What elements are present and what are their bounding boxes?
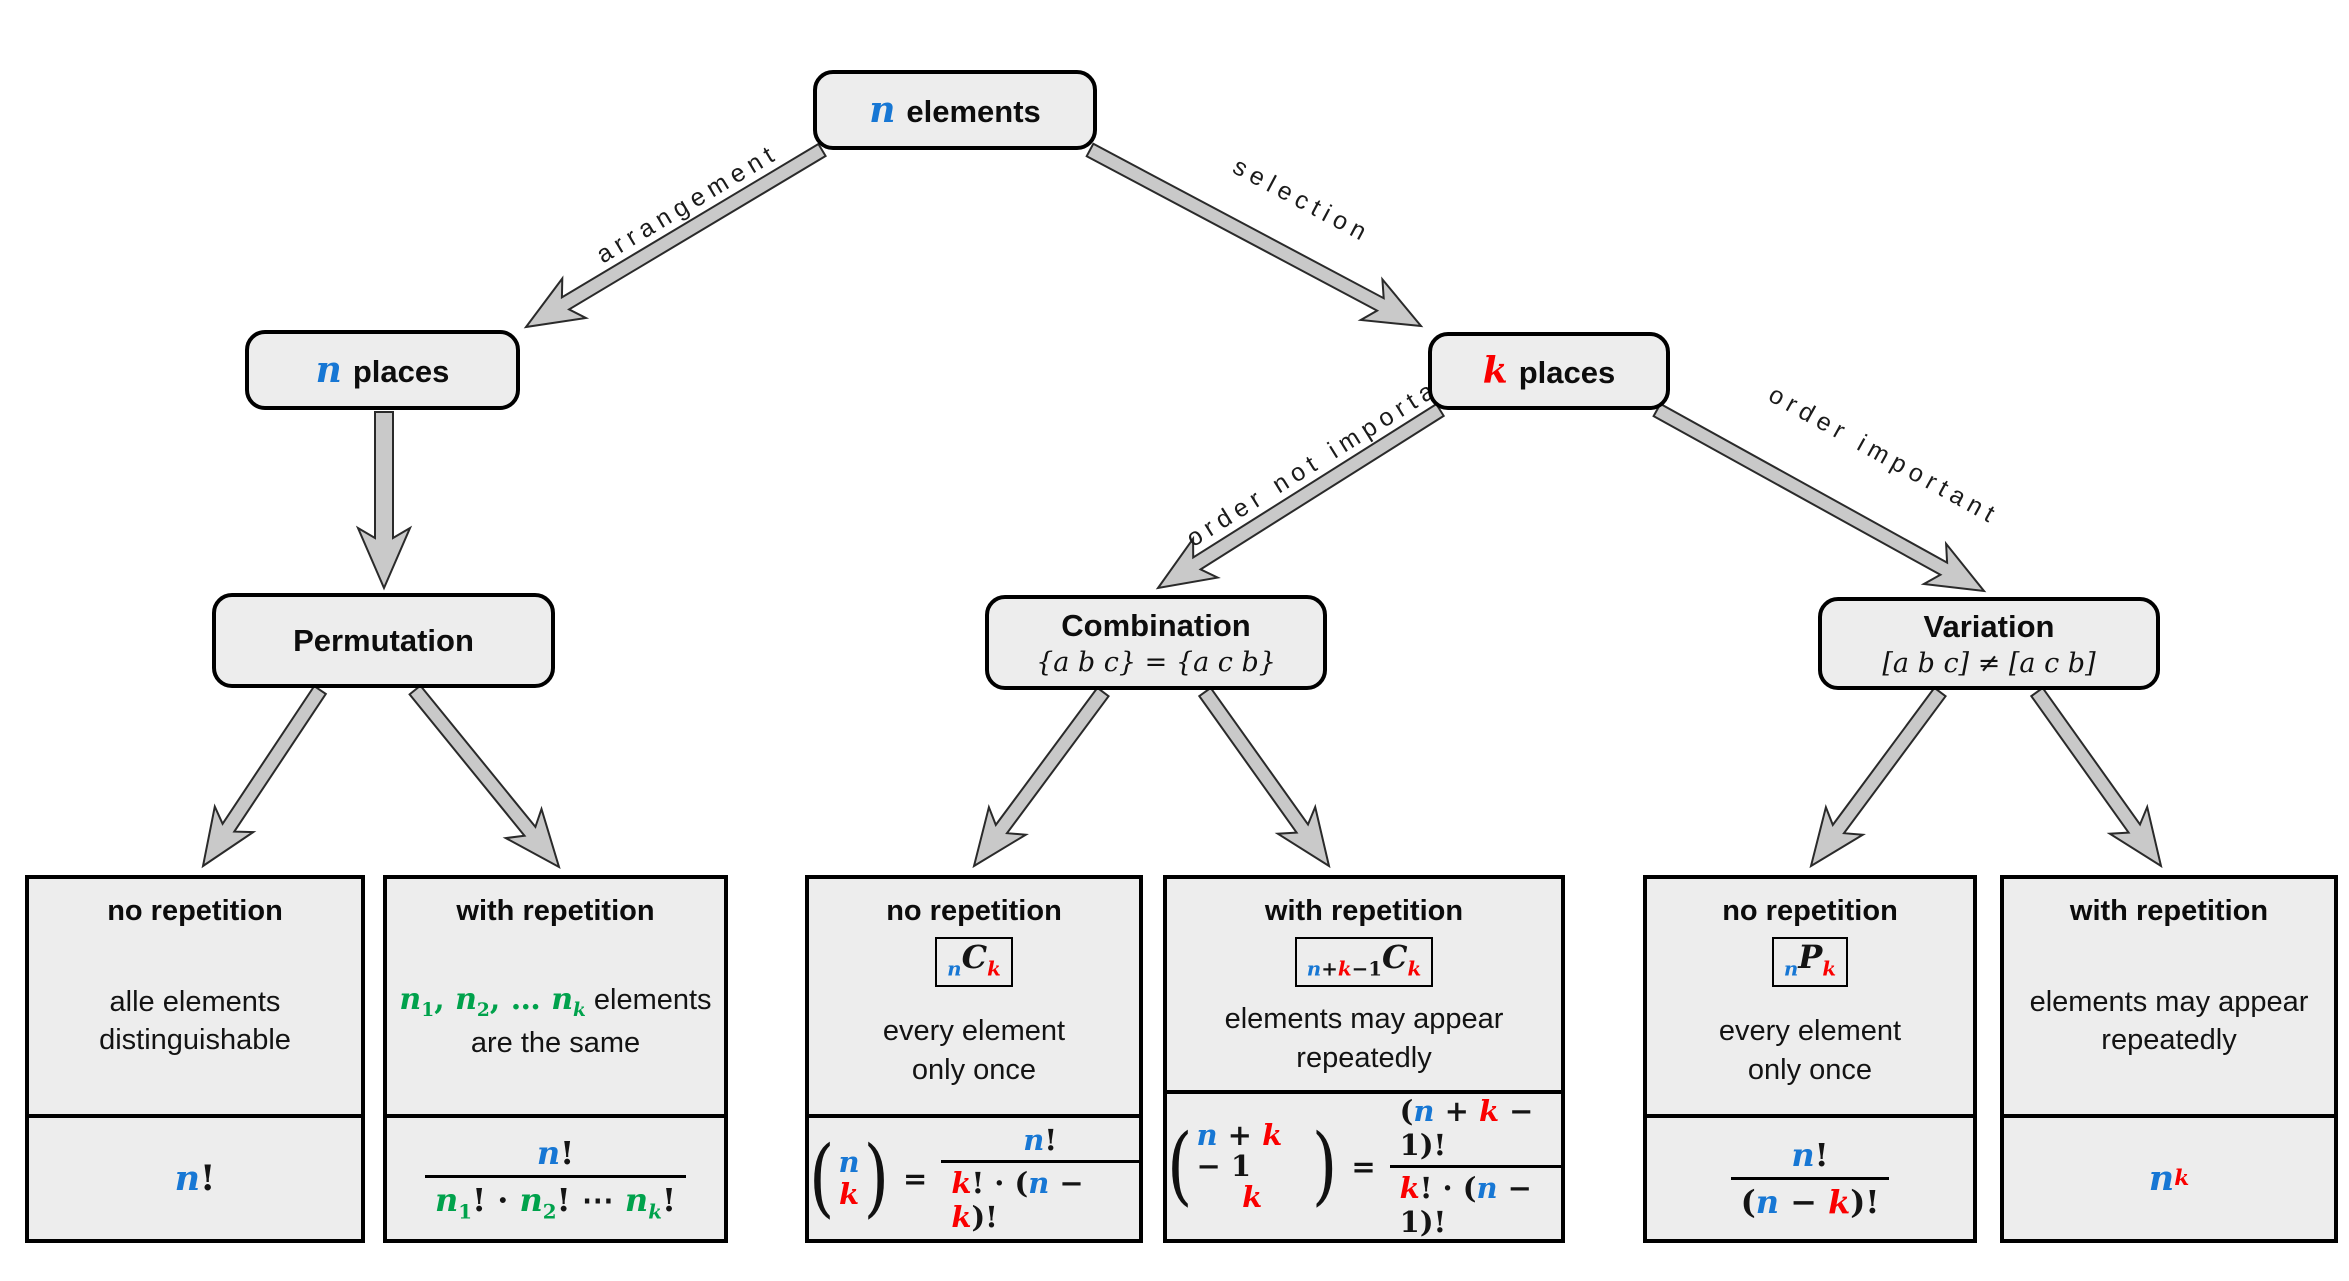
- leaf-formula-area: n! (n − k)!: [1647, 1118, 1973, 1239]
- leaf-upper: with repetition n+k−1Ck elements may app…: [1167, 879, 1561, 1094]
- leaf-body: every element only once: [1718, 1015, 1902, 1086]
- block-arrow: [972, 686, 1110, 869]
- leaf-body: alle elements distinguishable: [99, 985, 291, 1056]
- block-arrow: [1652, 402, 1987, 593]
- n-places-label: places: [352, 354, 450, 389]
- leaf-formula-area: ( n + k − 1 k ) = (n + k − 1)! k! · (n −…: [1167, 1094, 1561, 1239]
- leaf-permutation-no-repetition: no repetition alle elements distinguisha…: [25, 875, 365, 1243]
- leaf-formula-area: ( n k ) = n! k! · (n − k)!: [809, 1118, 1139, 1239]
- leaf-heading: no repetition: [886, 895, 1062, 927]
- left-paren: (: [809, 1128, 835, 1227]
- green-n-list: n1, n2, … nk: [399, 982, 586, 1022]
- badge-n-plus-k-minus-1-C-k: n+k−1Ck: [1294, 937, 1434, 988]
- leaf-combination-with-repetition: with repetition n+k−1Ck elements may app…: [1163, 875, 1565, 1243]
- badge-nPk: nPk: [1771, 937, 1849, 988]
- left-paren: (: [1167, 1116, 1193, 1215]
- leaf-heading: no repetition: [107, 895, 283, 927]
- block-arrow: [408, 684, 561, 870]
- formula-multiset-coefficient: ( n + k − 1 k ) = (n + k − 1)! k! · (n −…: [1167, 1094, 1561, 1239]
- leaf-heading: with repetition: [1264, 895, 1464, 927]
- leaf-body: every element only once: [882, 1015, 1066, 1086]
- leaf-heading: with repetition: [456, 895, 655, 927]
- leaf-body: elements may appear repeatedly: [1224, 1003, 1504, 1074]
- formula-n-factorial: n!: [174, 1158, 216, 1199]
- formula-binomial-coefficient: ( n k ) = n! k! · (n − k)!: [809, 1123, 1139, 1234]
- k-places-var: k: [1482, 350, 1508, 392]
- variation-subtitle: [a b c] ≠ [a c b]: [1882, 647, 2096, 679]
- fraction: n! (n − k)!: [1730, 1136, 1890, 1221]
- root-node-title: n elements: [869, 89, 1041, 131]
- badge-nCk: nCk: [935, 937, 1013, 988]
- leaf-body: elements may appear repeatedly: [2029, 985, 2309, 1056]
- node-permutation: Permutation: [212, 593, 555, 688]
- binomial: ( n + k − 1 k ): [1167, 1116, 1338, 1215]
- fraction: n! k! · (n − k)!: [941, 1123, 1139, 1234]
- leaf-heading: with repetition: [2069, 895, 2269, 927]
- node-combination: Combination {a b c} = {a c b}: [985, 595, 1327, 690]
- block-arrow: [1085, 142, 1424, 328]
- right-paren: ): [1311, 1116, 1338, 1215]
- leaf-formula-area: n! n1! · n2! ⋯ nk!: [387, 1118, 724, 1239]
- leaf-formula-area: n!: [29, 1118, 361, 1239]
- block-arrow: [201, 684, 328, 869]
- equals-sign: =: [1351, 1149, 1376, 1184]
- block-arrow: [1155, 402, 1446, 590]
- leaf-upper: no repetition nCk every element only onc…: [809, 879, 1139, 1118]
- leaf-upper: no repetition nPk every element only onc…: [1647, 879, 1973, 1118]
- combination-subtitle: {a b c} = {a c b}: [1036, 646, 1276, 678]
- root-node-n-elements: n elements: [813, 70, 1097, 150]
- node-variation: Variation [a b c] ≠ [a c b]: [1818, 597, 2160, 690]
- block-arrow: [1197, 686, 1331, 869]
- fraction: (n + k − 1)! k! · (n − 1)!: [1389, 1094, 1561, 1239]
- right-paren: ): [863, 1128, 890, 1227]
- leaf-upper: no repetition alle elements distinguisha…: [29, 879, 361, 1118]
- n-places-var: n: [315, 349, 342, 391]
- leaf-variation-no-repetition: no repetition nPk every element only onc…: [1643, 875, 1977, 1243]
- leaf-variation-with-repetition: with repetition elements may appear repe…: [2000, 875, 2338, 1243]
- binomial: ( n k ): [809, 1128, 890, 1227]
- root-label: elements: [906, 94, 1041, 129]
- block-arrow: [523, 142, 827, 329]
- block-arrow: [1809, 686, 1947, 869]
- root-var-n: n: [869, 89, 896, 131]
- leaf-combination-no-repetition: no repetition nCk every element only onc…: [805, 875, 1143, 1243]
- leaf-heading: no repetition: [1722, 895, 1898, 927]
- combination-title: Combination: [1061, 607, 1251, 643]
- permutation-title: Permutation: [293, 622, 474, 658]
- leaf-upper: with repetition elements may appear repe…: [2004, 879, 2334, 1118]
- equals-sign: =: [903, 1161, 928, 1196]
- block-arrow: [355, 411, 413, 591]
- k-places-label: places: [1518, 355, 1616, 390]
- block-arrow: [2029, 686, 2163, 869]
- formula-multinomial: n! n1! · n2! ⋯ nk!: [425, 1134, 686, 1223]
- variation-title: Variation: [1923, 608, 2055, 644]
- fraction: n! n1! · n2! ⋯ nk!: [425, 1134, 686, 1223]
- formula-falling-factorial: n! (n − k)!: [1730, 1136, 1890, 1221]
